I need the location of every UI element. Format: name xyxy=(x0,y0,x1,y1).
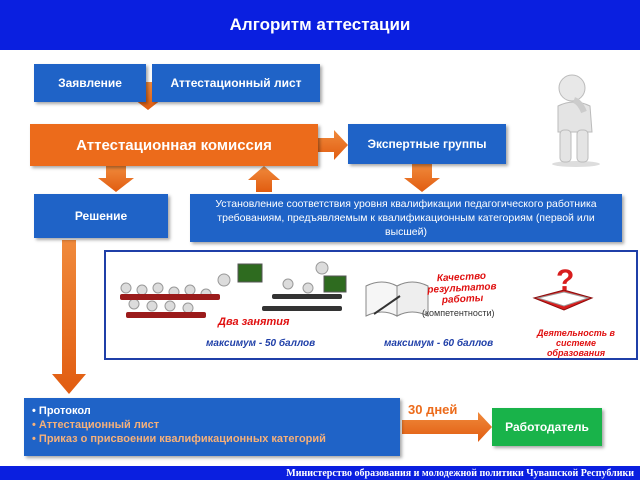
competence-label: (компетентности) xyxy=(422,308,495,318)
attestation-sheet-label: Аттестационный лист xyxy=(170,76,302,90)
arrow-to-establishment xyxy=(404,164,440,192)
activity-label: Деятельность в системе образования xyxy=(537,328,615,358)
expert-groups-label: Экспертные группы xyxy=(367,137,487,151)
max60-label: максимум - 60 баллов xyxy=(384,338,494,349)
two-classes-label: Два занятия xyxy=(218,316,290,328)
commission-label: Аттестационная комиссия xyxy=(76,136,272,154)
protocol-item-text: Приказ о присвоении квалификационных кат… xyxy=(38,433,326,445)
employer-box: Работодатель xyxy=(492,408,602,446)
days-label: 30 дней xyxy=(408,402,458,417)
protocol-item-text: Аттестационный лист xyxy=(38,419,160,431)
footer-text: Министерство образования и молодежной по… xyxy=(286,467,634,479)
decision-label: Решение xyxy=(74,209,128,223)
page-title-text: Алгоритм аттестации xyxy=(229,15,411,34)
max50-label: максимум - 50 баллов xyxy=(206,338,316,349)
protocol-item: • Протокол xyxy=(32,405,91,417)
svg-text:?: ? xyxy=(556,264,574,297)
commission-box: Аттестационная комиссия xyxy=(30,124,318,166)
arrow-to-employer xyxy=(402,412,492,442)
protocol-box: • Протокол • Аттестационный лист • Прика… xyxy=(24,398,400,456)
protocol-item-text: Протокол xyxy=(38,405,91,417)
attestation-sheet-box: Аттестационный лист xyxy=(152,64,320,102)
thinking-person-icon xyxy=(552,74,600,167)
open-book-icon xyxy=(365,281,429,317)
decision-box: Решение xyxy=(34,194,168,238)
classroom-illustration xyxy=(120,261,347,318)
establishment-label: Установление соответствия уровня квалифи… xyxy=(215,198,597,238)
establishment-box: Установление соответствия уровня квалифи… xyxy=(190,194,622,242)
arrow-up-to-commission xyxy=(248,166,280,192)
page-title: Алгоритм аттестации xyxy=(0,0,640,50)
protocol-item: • Приказ о присвоении квалификационных к… xyxy=(32,433,326,445)
application-box: Заявление xyxy=(34,64,146,102)
arrow-to-decision xyxy=(98,166,134,192)
question-book-icon: ? xyxy=(532,264,594,311)
expert-groups-box: Экспертные группы xyxy=(348,124,506,164)
application-label: Заявление xyxy=(58,76,122,90)
footer-bar: Министерство образования и молодежной по… xyxy=(0,466,640,480)
arrow-to-protocol xyxy=(52,240,86,394)
assessment-panel: Качество результатов работы (компетентно… xyxy=(104,250,638,360)
arrow-to-experts xyxy=(318,130,348,160)
quality-label: Качество результатов работы xyxy=(427,270,497,307)
protocol-item: • Аттестационный лист xyxy=(32,419,160,431)
employer-label: Работодатель xyxy=(505,420,589,434)
